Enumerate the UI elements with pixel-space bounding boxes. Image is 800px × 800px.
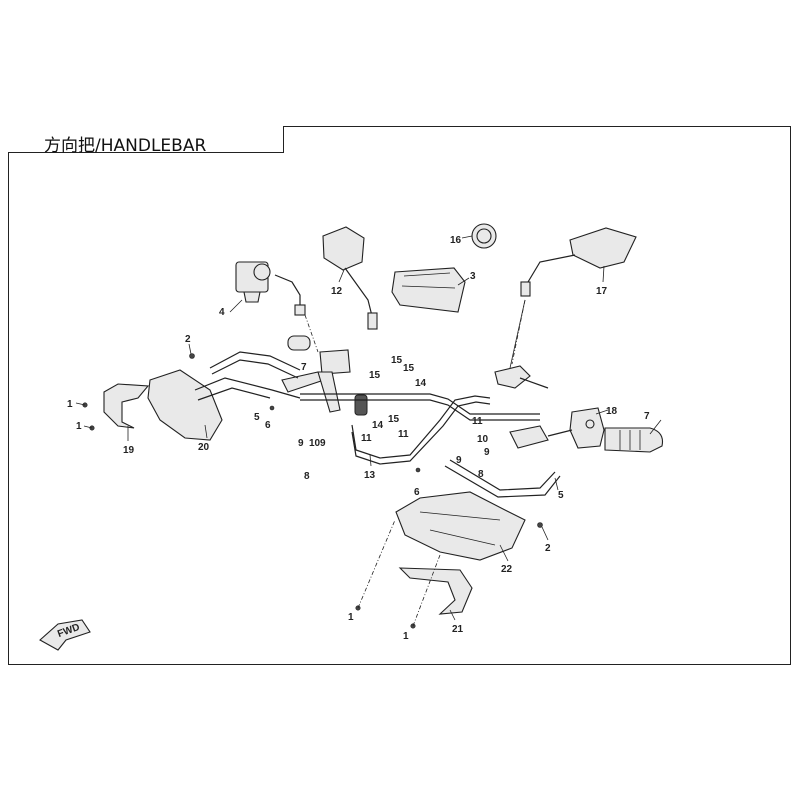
diagram-frame <box>8 126 791 665</box>
callout-5: 5 <box>254 412 260 423</box>
callout-1: 1 <box>403 631 409 642</box>
callout-8: 8 <box>304 471 310 482</box>
callout-6: 6 <box>265 420 271 431</box>
right-grip <box>604 427 664 453</box>
callout-21: 21 <box>452 624 464 635</box>
callout-11: 11 <box>472 416 483 427</box>
cap-part <box>471 223 497 249</box>
left-guard-trim <box>103 383 150 429</box>
fwd-arrow-icon: FWD <box>39 619 91 651</box>
callout-12: 12 <box>331 286 343 297</box>
callout-1: 1 <box>348 612 354 623</box>
callout-2: 2 <box>545 543 551 554</box>
callout-11: 11 <box>361 433 372 444</box>
left-lever-assembly <box>281 335 368 416</box>
handlebar-pad <box>391 267 466 313</box>
callout-5: 5 <box>558 490 564 501</box>
callout-labels: 1 1 1 1 2 2 3 4 5 5 6 6 7 7 8 8 9 9 9 9 … <box>67 235 650 642</box>
callout-9: 9 <box>320 438 326 449</box>
callout-19: 19 <box>123 445 135 456</box>
callout-3: 3 <box>470 271 476 282</box>
callout-1: 1 <box>67 399 73 410</box>
callout-10: 10 <box>309 438 321 449</box>
callout-7: 7 <box>301 362 307 373</box>
left-guard-bracket <box>209 351 301 379</box>
right-guard-bracket <box>444 459 561 498</box>
callout-2: 2 <box>185 334 191 345</box>
master-cylinder <box>235 261 306 316</box>
right-guard-trim <box>398 567 473 615</box>
callout-7: 7 <box>644 411 650 422</box>
callout-11: 11 <box>398 429 409 440</box>
callout-14: 14 <box>415 378 427 389</box>
callout-15: 15 <box>403 363 415 374</box>
callout-13: 13 <box>364 470 376 481</box>
callout-6: 6 <box>414 487 420 498</box>
right-brake-lever <box>494 299 549 389</box>
callout-8: 8 <box>478 469 484 480</box>
callout-14: 14 <box>372 420 384 431</box>
callout-4: 4 <box>219 307 225 318</box>
handlebar-tube <box>300 393 540 465</box>
callout-9: 9 <box>484 447 490 458</box>
callout-15: 15 <box>369 370 381 381</box>
left-hand-guard <box>147 369 301 441</box>
title-box <box>8 126 284 153</box>
callout-9: 9 <box>456 455 462 466</box>
callout-15: 15 <box>388 414 400 425</box>
callout-18: 18 <box>606 406 618 417</box>
callout-15: 15 <box>391 355 403 366</box>
left-mirror <box>322 226 378 330</box>
callout-10: 10 <box>477 434 489 445</box>
callout-16: 16 <box>450 235 462 246</box>
switch-housing <box>569 407 605 449</box>
throttle-assembly <box>509 425 573 449</box>
callout-9: 9 <box>298 438 304 449</box>
callout-20: 20 <box>198 442 210 453</box>
callout-1: 1 <box>76 421 82 432</box>
callout-17: 17 <box>596 286 608 297</box>
callout-22: 22 <box>501 564 513 575</box>
right-mirror <box>520 227 637 297</box>
leader-lines <box>75 235 662 627</box>
right-hand-guard <box>395 491 526 561</box>
page-title: 方向把/HANDLEBAR <box>44 136 207 156</box>
